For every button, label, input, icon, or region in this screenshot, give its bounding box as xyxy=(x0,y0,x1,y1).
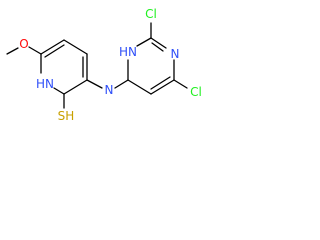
bond-c6p-c5p-inner xyxy=(150,76,171,90)
molecule-structure: O HN SH N HN N Cl Cl xyxy=(6,7,202,123)
bond-c5p-c4p xyxy=(127,79,152,95)
atom-pyrimidine-nh: HN xyxy=(119,45,137,59)
bond-c6-c5 xyxy=(40,39,65,55)
atom-amine-n: N xyxy=(105,83,114,97)
bond-c2p-n1p-inner xyxy=(151,42,164,52)
bond-c6-c5-inner xyxy=(44,44,65,58)
atom-pyrimidine-n: N xyxy=(171,47,180,61)
atom-chloro-6: Cl xyxy=(190,85,202,99)
bond-o-c6 xyxy=(28,46,42,55)
bond-c2-n1 xyxy=(53,87,65,95)
bond-n-c4p xyxy=(114,79,129,89)
bond-c3-n xyxy=(86,79,103,89)
atom-thiol: SH xyxy=(58,109,75,123)
atom-chloro-2: Cl xyxy=(145,7,157,21)
bond-c5-c4 xyxy=(63,39,88,55)
bond-c6p-c5p xyxy=(150,79,175,95)
atom-methoxy-o: O xyxy=(19,37,28,51)
bond-c3-c2 xyxy=(63,79,88,95)
bond-c2p-n1p xyxy=(150,37,167,49)
atom-pyridine-nh: HN xyxy=(36,77,54,91)
bond-c6p-cl xyxy=(173,79,188,89)
bond-methyl-o xyxy=(6,47,19,55)
bond-n3p-c2p xyxy=(136,37,152,47)
